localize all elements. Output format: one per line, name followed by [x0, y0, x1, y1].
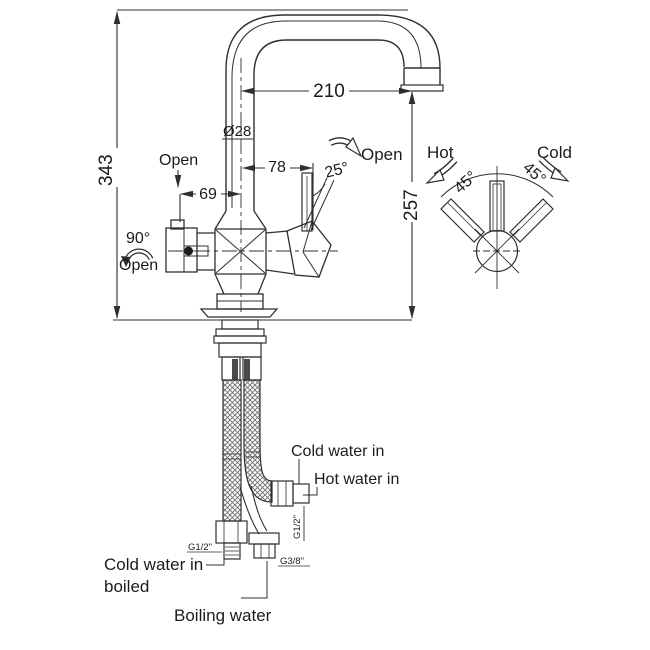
dim-343: 343 — [96, 154, 117, 186]
label-cold-water-in-boiled-1: Cold water in — [104, 555, 203, 574]
quarter-turn-arrow — [121, 256, 131, 267]
hose-cold-boiled — [222, 379, 242, 522]
spout — [225, 14, 444, 211]
label-hot-water-in: Hot water in — [314, 471, 399, 488]
lever-hot-position — [440, 198, 485, 243]
label-cold: Cold — [537, 143, 572, 162]
label-g12-cold-boiled: G1/2" — [188, 542, 212, 553]
hot-swing-arrow — [425, 168, 445, 184]
angle-45-hot: 45° — [451, 168, 480, 197]
faucet-body — [165, 172, 335, 318]
lock-ring — [215, 328, 265, 337]
open-lever-arrow — [345, 136, 363, 158]
thread-cold-boiled — [223, 542, 241, 560]
valve-lever-knob — [184, 246, 193, 256]
label-open-button: Open — [159, 152, 198, 169]
fitting-boiling-flange — [248, 532, 280, 545]
label-cold-water-in-boiled-2: boiled — [104, 577, 149, 596]
label-hot: Hot — [427, 143, 454, 162]
handle-top-view — [440, 166, 554, 289]
shank — [218, 342, 262, 358]
lock-nut — [213, 335, 267, 344]
fitting-boiling-body — [253, 543, 276, 559]
dim-diameter: Ø28 — [223, 123, 251, 140]
lever-cold-position — [509, 198, 554, 243]
under-sink — [187, 319, 318, 599]
angle-25: 25° — [323, 159, 351, 181]
dim-78: 78 — [268, 159, 286, 176]
fitting-cold-boiled — [215, 520, 248, 544]
leader-boiling-water — [241, 561, 268, 599]
aerator — [400, 84, 444, 92]
cold-swing-arrow — [550, 166, 570, 182]
safety-button — [170, 219, 185, 230]
leader-hot-water-in — [303, 487, 318, 496]
tube-boiling — [239, 485, 268, 535]
label-g12-hot: G1/2" — [292, 515, 303, 539]
label-open-lever: Open — [361, 145, 403, 164]
fitting-inlet-nut — [270, 480, 294, 507]
hot-cold-valve-block — [165, 227, 198, 273]
label-g38-boiling: G3/8" — [280, 556, 304, 567]
base-flange — [199, 308, 279, 318]
label-open-quarter-turn: Open — [119, 257, 158, 274]
dim-69: 69 — [199, 186, 217, 203]
labels: 343 210 257 78 69 Ø28 25° 90° 45° 45° Op… — [96, 80, 572, 625]
label-cold-water-in: Cold water in — [291, 443, 384, 460]
angle-90: 90° — [126, 230, 150, 247]
direction-arrows — [121, 136, 570, 267]
fitting-inlet-body — [292, 483, 310, 504]
dim-257: 257 — [401, 189, 422, 221]
swing-arc — [440, 173, 554, 198]
hose-inlet — [243, 379, 273, 503]
label-boiling-water: Boiling water — [174, 606, 272, 625]
dim-210: 210 — [313, 81, 345, 102]
boiling-lever-handle — [286, 220, 332, 278]
leader-cold-boiled — [206, 553, 225, 566]
